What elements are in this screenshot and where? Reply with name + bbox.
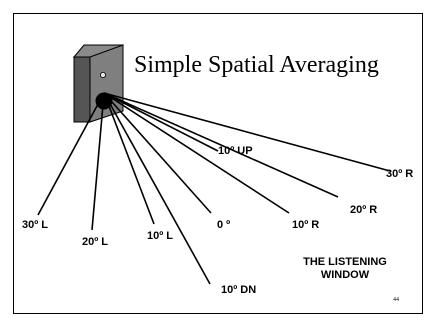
label-20l: 20º L (82, 236, 109, 248)
label-30r: 30º R (386, 168, 414, 180)
label-10dn: 10º DN (221, 284, 257, 296)
speaker-tweeter (100, 72, 107, 79)
label-30l: 30º L (22, 219, 49, 231)
line-10r (103, 92, 290, 214)
line-30l (37, 92, 105, 216)
line-20l (91, 92, 105, 231)
label-0: 0 º (217, 219, 231, 231)
speaker-side-face (73, 56, 91, 123)
label-10l: 10º L (147, 230, 174, 242)
line-10up (103, 92, 219, 152)
line-0 (103, 92, 212, 214)
slide-frame (13, 13, 423, 314)
line-20r (103, 92, 339, 198)
direction-lines (37, 92, 391, 285)
listening-window-line2: WINDOW (320, 269, 370, 281)
line-30r (103, 92, 391, 172)
speaker-icon (72, 44, 125, 123)
listening-window-line1: THE LISTENING (303, 256, 387, 268)
label-10up: 10º UP (218, 145, 253, 157)
label-20r: 20º R (350, 204, 378, 216)
page-number: 44 (393, 297, 399, 303)
listening-window-label: THE LISTENING WINDOW (300, 256, 390, 282)
slide-title: Simple Spatial Averaging (134, 52, 379, 78)
line-10dn (103, 92, 211, 285)
label-10r: 10º R (292, 219, 320, 231)
line-10l (103, 92, 155, 225)
